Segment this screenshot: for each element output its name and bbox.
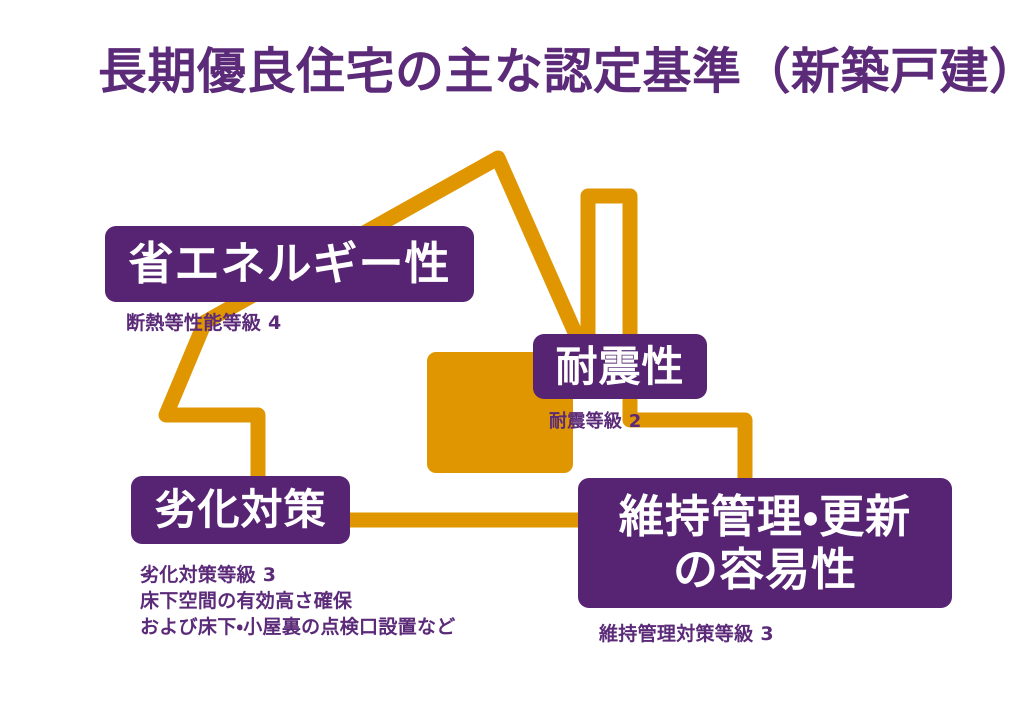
caption-line: 床下空間の有効高さ確保 [140, 590, 353, 612]
criterion-label-line: の容易性 [672, 543, 857, 596]
criterion-badge-degradation[interactable]: 劣化対策 [131, 476, 350, 544]
caption-line: 劣化対策等級 3 [140, 564, 277, 586]
criterion-label-energy: 省エネルギー性 [128, 237, 451, 291]
criterion-badge-maintenance[interactable]: 維持管理・更新 の容易性 [578, 478, 952, 608]
criterion-badge-seismic[interactable]: 耐震性 [533, 334, 707, 399]
criterion-label-line: 維持管理・更新 [618, 489, 912, 543]
caption-line: および床下・小屋裏の点検口設置など [140, 616, 456, 638]
caption-line: 維持管理対策等級 3 [599, 623, 774, 645]
criterion-caption-energy: 断熱等性能等級 4 [126, 310, 282, 336]
criterion-label-maintenance: 維持管理・更新 の容易性 [619, 490, 911, 596]
criterion-label-degradation: 劣化対策 [154, 485, 327, 535]
criterion-label-seismic: 耐震性 [555, 341, 685, 391]
criterion-badge-energy[interactable]: 省エネルギー性 [105, 226, 474, 302]
criterion-caption-seismic: 耐震等級 2 [549, 409, 642, 435]
criterion-caption-maintenance: 維持管理対策等級 3 [599, 621, 774, 647]
criterion-caption-degradation: 劣化対策等級 3 床下空間の有効高さ確保 および床下・小屋裏の点検口設置など [140, 562, 456, 640]
page-title: 長期優良住宅の主な認定基準（新築戸建） [98, 43, 1030, 100]
caption-line: 耐震等級 2 [549, 411, 642, 432]
caption-line: 断熱等性能等級 4 [126, 312, 282, 334]
